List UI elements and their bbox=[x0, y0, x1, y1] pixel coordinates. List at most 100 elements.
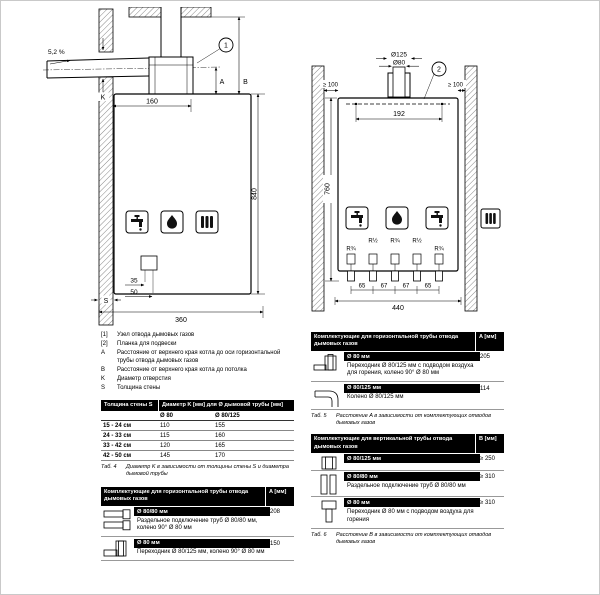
legend-item: [2] Планка для подвески bbox=[101, 341, 293, 349]
connection-label: R¾ bbox=[434, 247, 444, 253]
component-row: Ø 80 мм Переходник Ø 80 мм с подводом во… bbox=[311, 497, 504, 529]
component-value: 114 bbox=[480, 385, 490, 392]
component-title: Ø 80/125 мм bbox=[344, 454, 480, 464]
column-header: B [мм] bbox=[476, 434, 504, 453]
wall-hatch bbox=[98, 8, 114, 326]
column-subheader: Ø 80/125 bbox=[215, 412, 240, 419]
legend-key: S bbox=[101, 384, 106, 391]
component-desc: Раздельное подключение труб Ø 80/80 мм bbox=[347, 482, 466, 489]
legend-item: [1]Узел отвода дымовых газов bbox=[101, 332, 293, 340]
flue-adapter bbox=[148, 56, 194, 95]
table-vertical-flue: Комплектующие для вертикальной трубы отв… bbox=[311, 434, 504, 545]
coaxial-straight-icon bbox=[311, 453, 344, 470]
component-row: Ø 80/125 мм ≥ 250 bbox=[311, 453, 504, 471]
component-title: Ø 80/125 мм bbox=[344, 383, 480, 393]
component-title: Ø 80 мм bbox=[344, 498, 480, 508]
dim-840: 840 bbox=[252, 188, 259, 200]
clearance-left-label: ≥ 100 bbox=[323, 83, 339, 89]
spacing-dimensions: 65 67 67 65 440 bbox=[334, 284, 462, 312]
boiler-icons bbox=[345, 206, 501, 230]
component-value: ≥ 310 bbox=[480, 474, 495, 481]
wall-thickness-label: S bbox=[104, 298, 109, 305]
dimension-annotations: 5,2 % K A B 1 160 840 35 50 bbox=[48, 16, 265, 324]
table-header: Комплектующие для горизонтальной трубы о… bbox=[101, 487, 294, 506]
hole-diameter-label: K bbox=[101, 95, 106, 102]
dim-a-label: A bbox=[220, 79, 225, 86]
component-value: 208 bbox=[270, 509, 281, 516]
vertical-adapter-icon bbox=[311, 497, 344, 528]
clearance-right-label: ≥ 100 bbox=[448, 83, 464, 89]
component-row: Ø 80/80 мм Раздельное подключение труб Ø… bbox=[101, 506, 294, 538]
legend-text: Диаметр отверстия bbox=[117, 375, 171, 382]
column-header: Комплектующие для горизонтальной трубы о… bbox=[311, 332, 475, 351]
dim-440: 440 bbox=[392, 305, 404, 312]
faucet-icon bbox=[431, 211, 443, 227]
dia-80-label: Ø80 bbox=[393, 60, 406, 67]
radiator-icon bbox=[201, 216, 213, 228]
component-desc: Переходник Ø 80/125 мм с подводом воздух… bbox=[347, 362, 474, 377]
flue-adapter-elbow-icon bbox=[101, 537, 134, 560]
table-horizontal-flue-right: Комплектующие для горизонтальной трубы о… bbox=[311, 332, 504, 427]
callout-2: 2 bbox=[437, 67, 441, 74]
slope-label: 5,2 % bbox=[48, 49, 65, 56]
bottom-connection bbox=[140, 255, 158, 293]
column-subheader: Ø 80 bbox=[160, 412, 174, 419]
legend-text: Планка для подвески bbox=[117, 341, 177, 347]
component-title: Ø 80 мм bbox=[134, 538, 270, 548]
split-flue-pipes-icon bbox=[101, 506, 134, 537]
column-header: Диаметр K [мм] для Ø дымовой трубы [мм] bbox=[159, 400, 294, 412]
split-vertical-pipes-icon bbox=[311, 471, 344, 496]
component-row: Ø 80 мм Переходник Ø 80/125 мм с подводо… bbox=[311, 351, 504, 383]
column-header: Комплектующие для вертикальной трубы отв… bbox=[311, 434, 475, 453]
component-value: ≥ 310 bbox=[480, 500, 495, 507]
coaxial-elbow-icon bbox=[311, 382, 344, 409]
horizontal-flue-pipe bbox=[46, 57, 150, 79]
component-title: Ø 80 мм bbox=[344, 352, 480, 362]
clearance-dimensions: ≥ 100 ≥ 100 bbox=[320, 80, 466, 92]
component-title: Ø 80/80 мм bbox=[344, 472, 480, 482]
legend-key: B bbox=[101, 366, 106, 373]
boiler-icons bbox=[125, 210, 219, 234]
caption-text: Расстояние B в зависимости от комплектую… bbox=[336, 531, 492, 545]
table-wall-thickness: Толщина стены S Диаметр K [мм] для Ø дым… bbox=[101, 400, 294, 479]
height-dimension: 760 bbox=[323, 97, 339, 282]
component-desc: Переходник Ø 80 мм с подводом воздуха дл… bbox=[347, 508, 474, 523]
caption-number: Таб. 6 bbox=[311, 531, 327, 538]
connection-labels: R¾ R½ R¾ R½ R¾ bbox=[346, 238, 444, 253]
component-value: ≥ 250 bbox=[480, 456, 495, 463]
dim-b-label: B bbox=[243, 79, 248, 86]
flue-inner-pipe bbox=[392, 66, 406, 98]
legend-key: [2] bbox=[101, 341, 108, 347]
ceiling-hatch bbox=[128, 7, 212, 18]
caption-number: Таб. 5 bbox=[311, 413, 327, 420]
spacing-label: 65 bbox=[425, 284, 432, 290]
table-caption: Таб. 6 Расстояние B в зависимости от ком… bbox=[311, 532, 504, 546]
top-dimensions: Ø125 Ø80 2 bbox=[376, 52, 447, 100]
mounting-bracket bbox=[346, 102, 450, 106]
wall-hatch-right bbox=[464, 65, 478, 312]
component-desc: Переходник Ø 80/125 мм, колено 90° Ø 80 … bbox=[137, 549, 265, 556]
boiler-body bbox=[113, 93, 252, 295]
component-value: 205 bbox=[480, 354, 491, 361]
component-row: Ø 80/125 мм Колено Ø 80/125 мм 114 bbox=[311, 382, 504, 411]
component-row: Ø 80 мм Переходник Ø 80/125 мм, колено 9… bbox=[101, 537, 294, 562]
table-header: Комплектующие для вертикальной трубы отв… bbox=[311, 434, 504, 453]
component-value: 150 bbox=[270, 540, 281, 547]
dia-125-label: Ø125 bbox=[391, 52, 407, 59]
front-view-diagram: Ø125 Ø80 2 ≥ 100 ≥ 100 192 bbox=[311, 52, 501, 312]
legend-text: Расстояние от верхнего края котла до оси… bbox=[117, 350, 281, 364]
dim-50: 50 bbox=[130, 289, 138, 296]
boiler-body bbox=[337, 97, 459, 272]
connection-label: R½ bbox=[412, 238, 421, 245]
legend-key: [1] bbox=[101, 332, 108, 338]
flue-center-line bbox=[42, 66, 222, 71]
flue-adapter-air-icon bbox=[311, 351, 344, 382]
component-desc: Раздельное подключение труб Ø 80/80 мм, … bbox=[137, 517, 258, 532]
caption-text: Расстояние A в зависимости от комплектую… bbox=[336, 413, 491, 427]
